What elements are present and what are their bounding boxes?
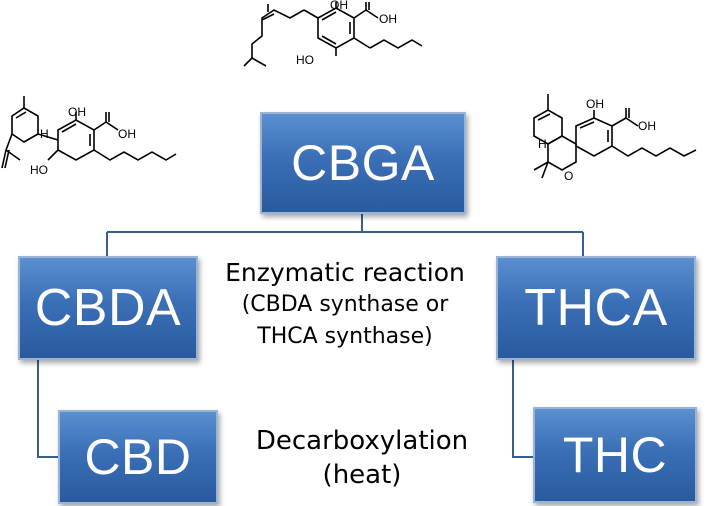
enzymatic-title: Enzymatic reaction [225, 258, 465, 287]
node-cbga-label: CBGA [291, 135, 435, 191]
connector-cbda-cbd [37, 358, 58, 458]
node-thca: THCA [496, 256, 696, 360]
node-cbga: CBGA [260, 112, 466, 214]
enzymatic-line2: THCA synthase) [257, 324, 433, 349]
thca-h-label: H [538, 137, 547, 151]
thca-o-label: O [564, 169, 573, 183]
cbga-acid-label: OH [379, 12, 397, 26]
thca-structure: OH OH O H [533, 94, 697, 183]
node-thca-label: THCA [524, 279, 668, 337]
cbda-structure: OH OH HO H [1, 96, 177, 177]
node-cbd: CBD [58, 410, 218, 504]
node-cbd-label: CBD [84, 429, 192, 485]
decarboxylation-annotation: Decarboxylation (heat) [222, 424, 502, 492]
enzymatic-annotation: Enzymatic reaction (CBDA synthase or THC… [200, 256, 490, 353]
cbga-structure: OH OH HO [243, 0, 423, 67]
thca-acid-label: OH [638, 119, 656, 133]
node-thc: THC [533, 407, 697, 503]
decarb-sub: (heat) [322, 460, 402, 490]
node-cbda: CBDA [18, 256, 198, 360]
cbda-ho-label: HO [30, 163, 48, 177]
node-thc-label: THC [562, 427, 668, 483]
enzymatic-line1: (CBDA synthase or [241, 292, 449, 317]
thca-oh-label: OH [586, 97, 604, 111]
connector-thca-thc [512, 358, 533, 458]
cbda-oh-label: OH [68, 105, 86, 119]
cbda-acid-label: OH [118, 127, 136, 141]
node-cbda-label: CBDA [34, 279, 182, 337]
cbga-oh-label: OH [330, 0, 348, 12]
cbga-ho-label: HO [296, 53, 314, 67]
decarb-title: Decarboxylation [255, 426, 469, 456]
cbda-h-label: H [40, 127, 49, 141]
